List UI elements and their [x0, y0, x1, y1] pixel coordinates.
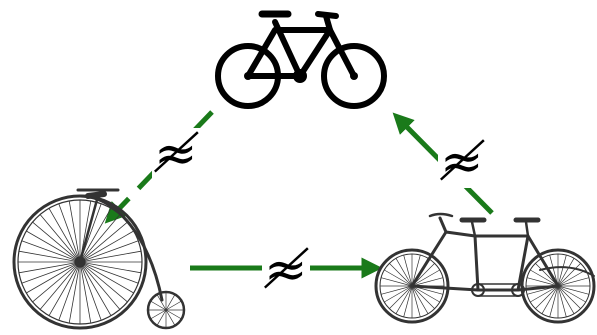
- tandem-bicycle-icon: [376, 214, 594, 322]
- modern-bicycle-icon: [218, 14, 384, 106]
- penny-farthing-icon: [14, 190, 184, 328]
- edge-label-penny-tandem: ≉: [262, 244, 310, 296]
- edge-label-tandem-modern: ≉: [438, 136, 486, 188]
- edge-label-modern-penny: ≉: [152, 128, 200, 180]
